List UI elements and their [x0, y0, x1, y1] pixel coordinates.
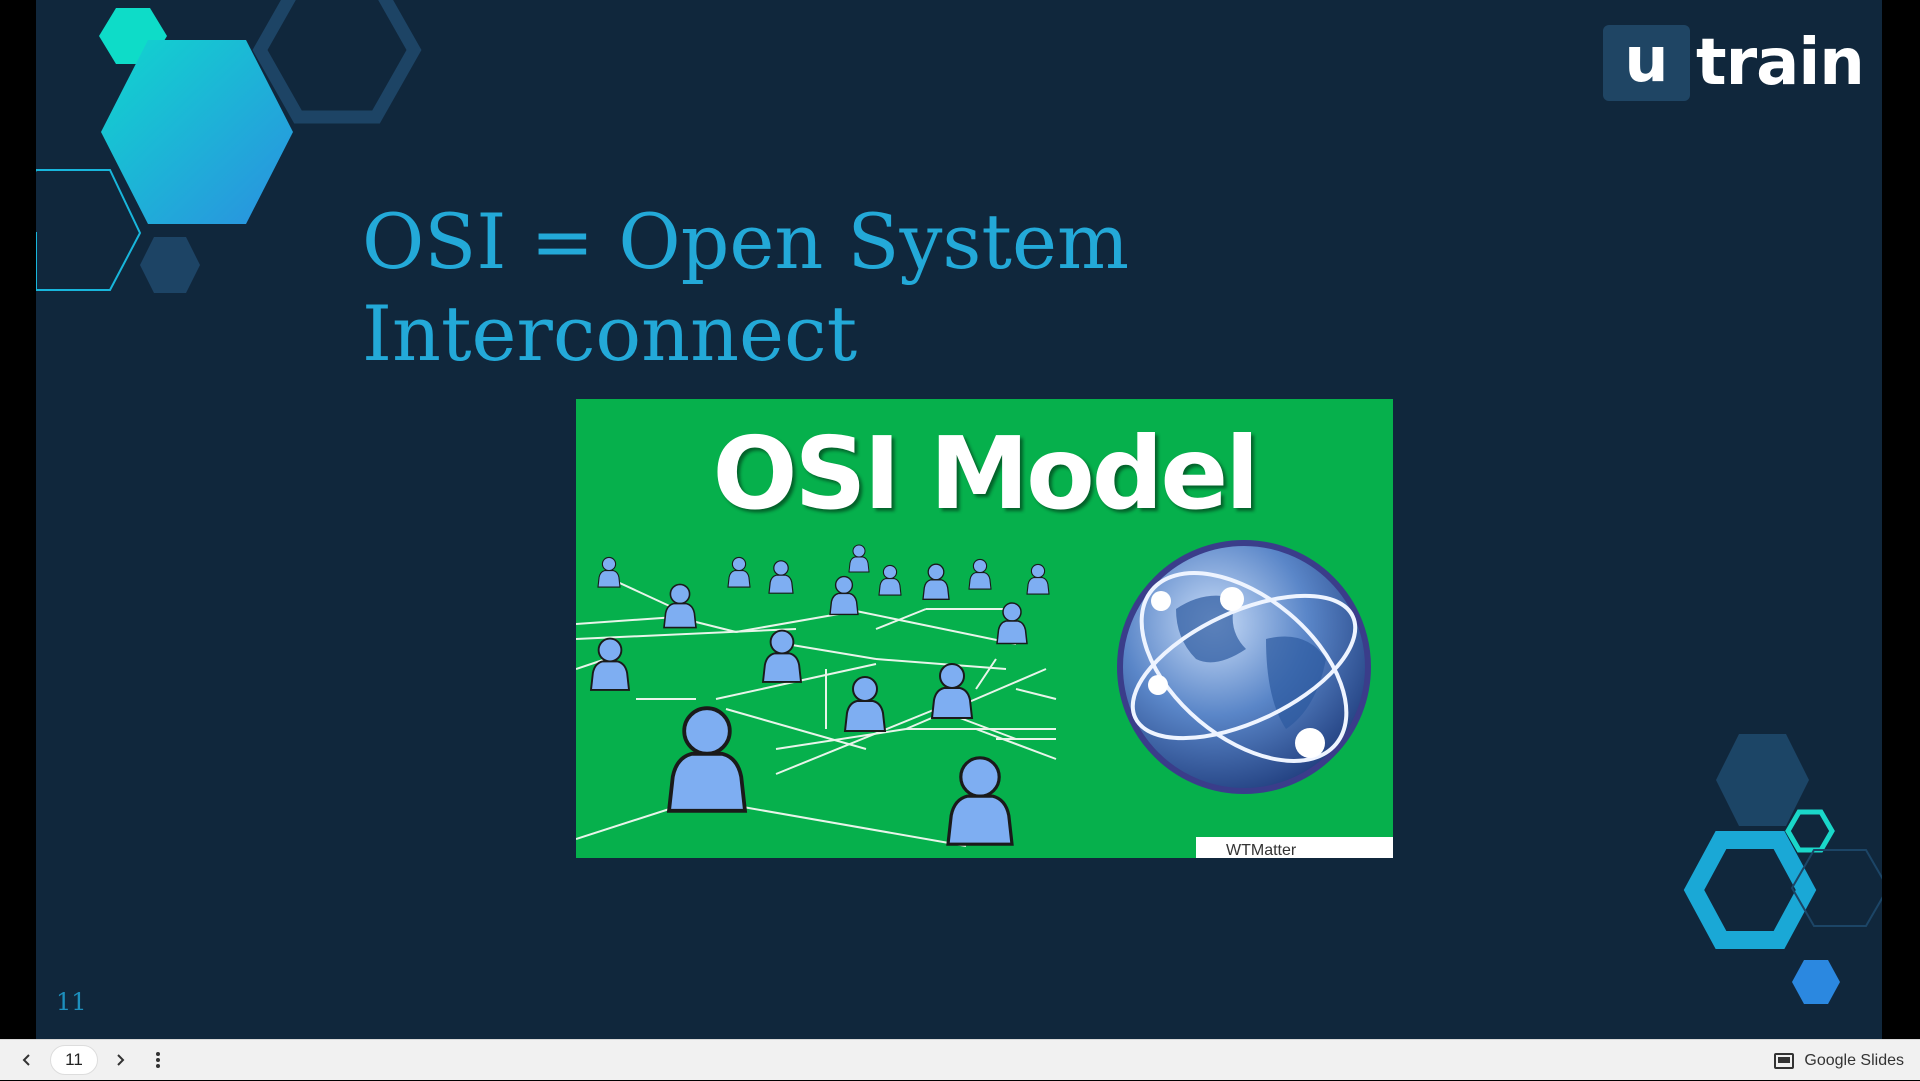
chevron-right-icon [117, 1054, 125, 1066]
chevron-left-icon [22, 1054, 30, 1066]
slides-icon [1774, 1052, 1795, 1069]
title-line-1: OSI = Open System [362, 197, 1130, 286]
logo-word: train [1696, 26, 1865, 100]
slide: u train OSI = Open System Interconnect O… [36, 0, 1882, 1039]
network-illustration [576, 578, 1057, 847]
page-number-field[interactable]: 11 [50, 1045, 98, 1075]
google-slides-link[interactable]: Google Slides [1774, 1040, 1904, 1081]
brand-label: Google Slides [1804, 1051, 1904, 1069]
slide-number: 11 [56, 988, 87, 1016]
presentation-stage: u train OSI = Open System Interconnect O… [36, 0, 1882, 1039]
network-lines [576, 578, 1057, 847]
logo-letter: u [1603, 25, 1690, 101]
image-watermark: WTMatter [1196, 837, 1393, 858]
globe-icon [1117, 540, 1371, 794]
hexagon-decoration-top-left [36, 0, 422, 293]
hexagon-decoration-bottom-right [1683, 734, 1882, 1004]
utrain-logo: u train [1603, 25, 1865, 101]
title-line-2: Interconnect [362, 289, 858, 378]
image-heading: OSI Model [712, 415, 1260, 532]
previous-slide-button[interactable] [15, 1048, 39, 1072]
more-options-button[interactable] [146, 1048, 170, 1072]
presentation-toolbar: 11 Google Slides [0, 1039, 1920, 1080]
watermark-text: WTMatter [1226, 842, 1297, 858]
osi-model-image: OSI Model [576, 399, 1393, 858]
more-vert-icon [156, 1052, 160, 1068]
slide-title: OSI = Open System Interconnect [362, 196, 1262, 380]
next-slide-button[interactable] [108, 1048, 132, 1072]
